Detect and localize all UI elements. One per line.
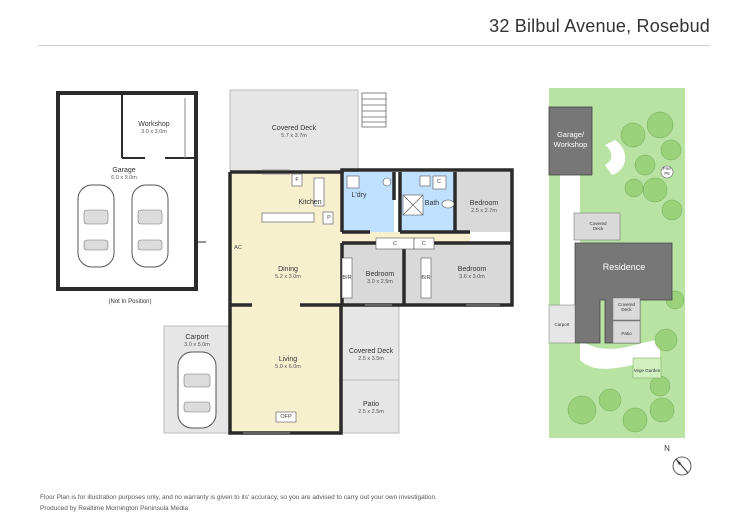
bir-label-1: BIR xyxy=(342,275,352,281)
dining-label: Dining 5.2 x 3.0m xyxy=(275,266,301,280)
carport-label: Carport 3.0 x 5.0m xyxy=(184,334,210,348)
cupboard-label: C xyxy=(393,241,397,247)
car-icon xyxy=(77,184,115,268)
bedroom-3-label: Bedroom 3.6 x 3.0m xyxy=(457,266,487,280)
kitchen-label: Kitchen xyxy=(298,199,322,206)
site-carport-label: Carport xyxy=(554,322,570,327)
bir-label-2: BIR xyxy=(421,275,431,281)
bedroom-1-label: Bedroom 2.5 x 2.7m xyxy=(469,200,499,214)
garage-building xyxy=(56,91,206,291)
pantry-label: P xyxy=(327,215,331,221)
garage-label: Garage 6.0 x 9.0m xyxy=(111,167,137,181)
compass-north-label: N xyxy=(664,444,670,453)
fireplace-icon xyxy=(275,411,297,423)
fridge-box xyxy=(291,173,303,187)
page-title: 32 Bilbul Avenue, Rosebud xyxy=(489,16,710,36)
stairs xyxy=(361,92,387,128)
bath-label: Bath xyxy=(424,200,440,207)
compass-icon xyxy=(672,456,692,476)
pantry-box xyxy=(322,211,334,225)
credit-text: Produced by Realtime Mornington Peninsul… xyxy=(40,505,189,512)
bedroom-2-label: Bedroom 3.0 x 2.5m xyxy=(365,271,395,285)
laundry-label: L'dry xyxy=(351,192,367,199)
cupboard-label: C xyxy=(437,179,441,185)
living-label: Living 5.0 x 6.0m xyxy=(275,356,301,370)
workshop-label: Workshop 3.0 x 3.0m xyxy=(138,121,170,135)
car-icon xyxy=(177,351,217,429)
title-divider xyxy=(38,45,710,46)
site-patio-label: Patio xyxy=(621,331,632,336)
fridge-label: F xyxy=(295,177,299,183)
covered-deck-side-area xyxy=(340,304,400,381)
disclaimer-text: Floor Plan is for illustration purposes … xyxy=(40,494,437,501)
covered-deck-label: Covered Deck 5.7 x 3.7m xyxy=(271,125,317,139)
kitchen-bench xyxy=(313,177,325,207)
car-icon xyxy=(131,184,169,268)
vanity-icon xyxy=(441,199,455,209)
site-garage-label: Garage/ Workshop xyxy=(553,130,588,149)
toilet-icon xyxy=(382,177,392,187)
kitchen-island xyxy=(261,212,315,223)
patio-label: Patio 2.5 x 2.5m xyxy=(358,401,384,415)
patio-area xyxy=(340,379,400,434)
basin-icon xyxy=(419,175,431,187)
site-plan xyxy=(548,88,685,438)
vege-garden-label: Vege Garden xyxy=(633,368,661,373)
cupboard-label: C xyxy=(422,241,426,247)
garage-note: (Not In Position) xyxy=(108,299,152,305)
laundry-tub xyxy=(346,175,360,189)
ac-label: AC xyxy=(234,245,242,251)
ofp-label: OFP xyxy=(280,414,292,420)
covered-deck-side-label: Covered Deck 2.5 x 3.5m xyxy=(348,348,394,362)
residence-label: Residence xyxy=(602,262,646,272)
windows xyxy=(243,169,500,434)
